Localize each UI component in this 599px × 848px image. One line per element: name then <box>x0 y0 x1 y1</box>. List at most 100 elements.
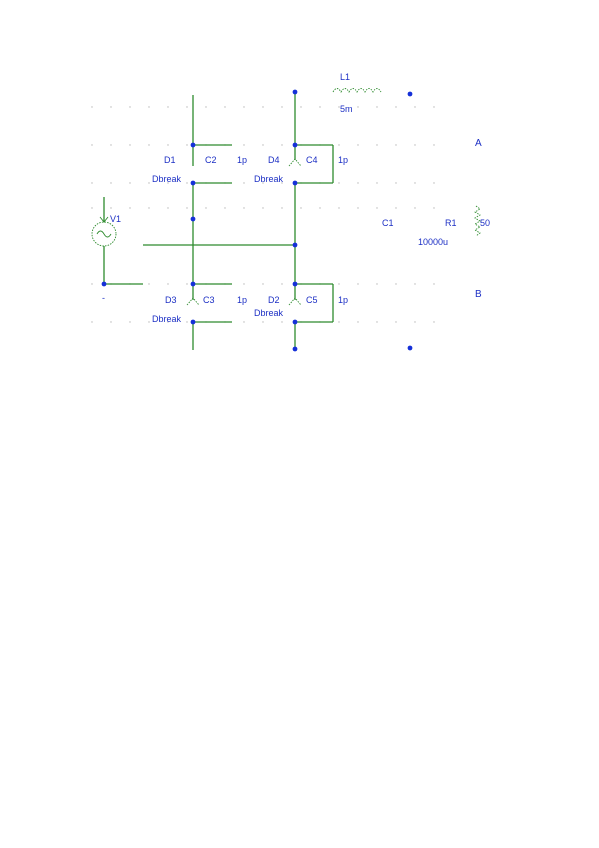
grid-dot <box>148 283 150 285</box>
label-c5-ref: C5 <box>306 295 318 305</box>
grid-dot <box>91 106 93 108</box>
node-left-c2-bottom <box>190 180 196 186</box>
grid-dot <box>167 106 169 108</box>
grid-dot <box>167 283 169 285</box>
label-l1-ref: L1 <box>340 72 350 82</box>
grid-dot <box>433 106 435 108</box>
grid-dot <box>243 106 245 108</box>
label-node-a: A <box>475 138 482 149</box>
node-right-c4-top <box>292 142 298 148</box>
grid-dot <box>395 182 397 184</box>
grid-dot <box>167 207 169 209</box>
label-r1-ref: R1 <box>445 218 457 228</box>
grid-dot <box>148 321 150 323</box>
node-output-bottom <box>407 345 413 351</box>
label-c2-ref: C2 <box>205 155 217 165</box>
node-right-mid <box>292 242 298 248</box>
grid-dot <box>243 207 245 209</box>
grid-dot <box>243 321 245 323</box>
grid-dot <box>376 106 378 108</box>
junction-nodes <box>101 89 413 352</box>
label-c3-value: 1p <box>237 295 247 305</box>
grid-dot <box>281 283 283 285</box>
grid-dot <box>414 321 416 323</box>
grid-dot <box>186 283 188 285</box>
label-c1-ref: C1 <box>382 218 394 228</box>
inductor-l1-symbol <box>332 88 382 93</box>
label-c3-ref: C3 <box>203 295 215 305</box>
grid-dot <box>281 182 283 184</box>
grid-dot <box>338 207 340 209</box>
grid-dot <box>414 144 416 146</box>
grid-dot <box>91 283 93 285</box>
grid-dot <box>186 321 188 323</box>
label-d3-model: Dbreak <box>152 314 182 324</box>
grid-dot <box>300 207 302 209</box>
grid-dot <box>357 321 359 323</box>
label-d2-model: Dbreak <box>254 308 284 318</box>
grid-dot <box>414 283 416 285</box>
grid-dot <box>357 207 359 209</box>
label-d1-ref: D1 <box>164 155 176 165</box>
grid-dot <box>300 106 302 108</box>
grid-dot <box>357 144 359 146</box>
grid-dot <box>319 207 321 209</box>
grid-dot <box>205 207 207 209</box>
grid-dot <box>243 144 245 146</box>
grid-dot <box>376 207 378 209</box>
label-d3-ref: D3 <box>165 295 177 305</box>
label-r1-value: 50 <box>480 218 490 228</box>
grid-dot <box>395 207 397 209</box>
grid-dot <box>262 321 264 323</box>
wires <box>103 92 334 350</box>
node-left-c3-bottom <box>190 319 196 325</box>
grid-dot <box>224 207 226 209</box>
label-c1-value: 10000u <box>418 237 448 247</box>
node-v1-bottom <box>101 281 107 287</box>
grid-dot <box>414 106 416 108</box>
grid-dot <box>395 283 397 285</box>
label-v1-ref: V1 <box>110 214 121 224</box>
grid-dot <box>338 283 340 285</box>
grid-dot <box>414 207 416 209</box>
grid-dot <box>338 106 340 108</box>
grid-dot <box>262 106 264 108</box>
grid-dot <box>148 144 150 146</box>
grid-dot <box>205 106 207 108</box>
grid-dot <box>262 144 264 146</box>
source-v1-arrow <box>99 216 109 223</box>
grid-dot <box>262 207 264 209</box>
grid-dot <box>148 207 150 209</box>
node-right-top <box>292 89 298 95</box>
label-node-b: B <box>475 289 482 300</box>
grid-dot <box>129 106 131 108</box>
grid-dot <box>281 144 283 146</box>
grid-dot <box>110 182 112 184</box>
grid-dot <box>91 182 93 184</box>
grid-dot <box>110 207 112 209</box>
grid-dot <box>110 106 112 108</box>
grid-dot <box>91 207 93 209</box>
grid-dot <box>129 182 131 184</box>
grid-dot <box>281 321 283 323</box>
grid-dot <box>376 321 378 323</box>
diode-d4-symbol <box>288 158 302 167</box>
node-left-c3-top <box>190 281 196 287</box>
label-d2-ref: D2 <box>268 295 280 305</box>
label-d4-model: Dbreak <box>254 174 284 184</box>
grid-dot <box>167 182 169 184</box>
grid-dot <box>376 182 378 184</box>
grid-dot <box>148 106 150 108</box>
grid-dot <box>91 144 93 146</box>
grid-dot <box>433 144 435 146</box>
grid-dot <box>357 106 359 108</box>
grid-dot <box>186 144 188 146</box>
grid-dot <box>281 106 283 108</box>
label-d4-ref: D4 <box>268 155 280 165</box>
node-right-bottom <box>292 346 298 352</box>
grid-dot <box>319 106 321 108</box>
label-c4-value: 1p <box>338 155 348 165</box>
label-c4-ref: C4 <box>306 155 318 165</box>
grid-dot <box>395 321 397 323</box>
label-c5-value: 1p <box>338 295 348 305</box>
